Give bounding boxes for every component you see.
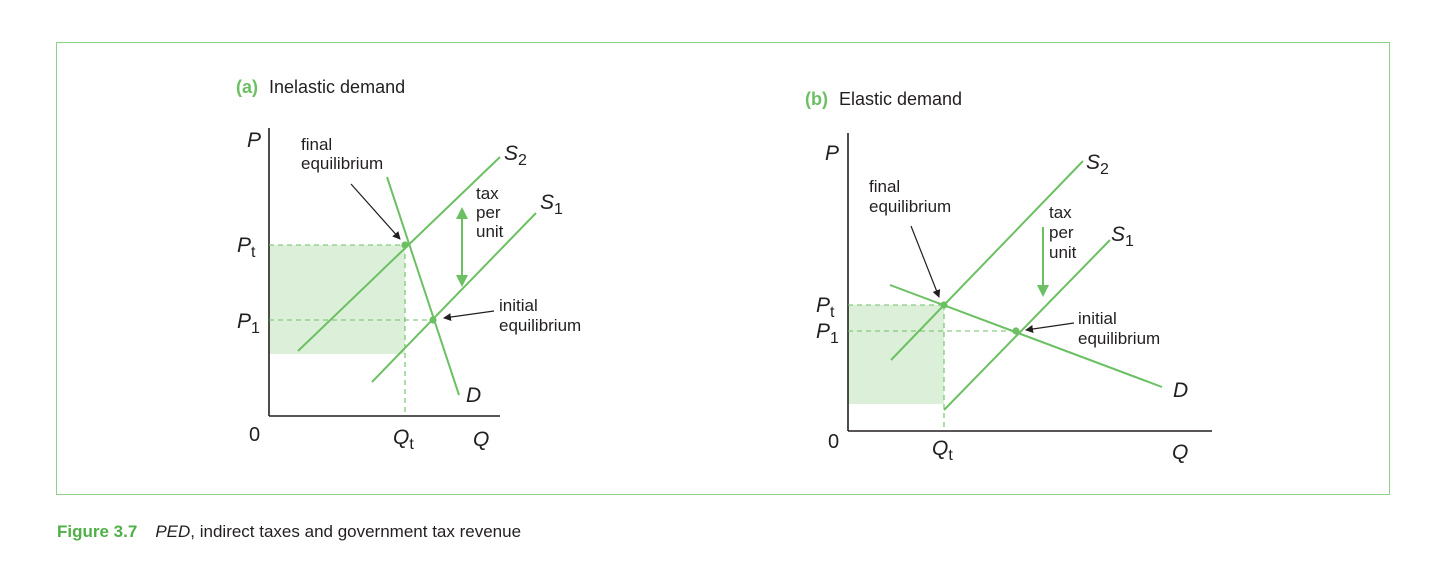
supply-s2-sub-b: 2 xyxy=(1100,161,1109,178)
supply-s1-label-a: S xyxy=(540,191,554,214)
initial-equilibrium-point-a xyxy=(429,316,437,324)
demand-a xyxy=(386,176,460,396)
initial-eq-pointer-b xyxy=(1025,322,1075,333)
figure-frame xyxy=(56,42,1390,495)
caption-text: , indirect taxes and government tax reve… xyxy=(190,522,522,541)
initial-equilibrium-point-b xyxy=(1012,327,1020,335)
supply-s2-label-a: S xyxy=(504,142,518,165)
panel-b: (b) Elastic demand P 0 Q Pt P1 Qt S2 xyxy=(805,89,1212,464)
svg-text:Pt: Pt xyxy=(237,234,256,261)
initial-eq-label-a-line2: equilibrium xyxy=(499,316,581,335)
supply-s1-b xyxy=(943,239,1111,411)
price-initial-label-a: P xyxy=(237,310,251,333)
axis-y-label-b: P xyxy=(825,142,839,165)
svg-text:P1: P1 xyxy=(816,320,839,347)
axis-x-label-a: Q xyxy=(473,428,489,451)
svg-text:S2: S2 xyxy=(1086,151,1109,178)
svg-text:P1: P1 xyxy=(237,310,260,337)
price-tax-sub-a: t xyxy=(251,244,256,261)
qty-tax-sub-a: t xyxy=(409,436,414,453)
supply-s1-sub-b: 1 xyxy=(1125,233,1134,250)
svg-text:(b) Elastic demand: (b) Elastic demand xyxy=(805,89,962,109)
supply-s1-label-b: S xyxy=(1111,223,1125,246)
price-tax-sub-b: t xyxy=(830,304,835,321)
svg-text:Qt: Qt xyxy=(932,437,953,464)
final-eq-pointer-a xyxy=(350,183,401,240)
initial-eq-label-b-line1: initial xyxy=(1078,309,1117,328)
qty-tax-sub-b: t xyxy=(948,447,953,464)
demand-label-b: D xyxy=(1173,379,1188,402)
svg-text:S1: S1 xyxy=(540,191,563,218)
final-eq-label-b-line2: equilibrium xyxy=(869,197,951,216)
panel-a-title: Inelastic demand xyxy=(269,77,405,97)
figure-number: Figure 3.7 xyxy=(57,522,138,541)
panel-b-letter: (b) xyxy=(805,89,828,109)
tax-label-a-line1: tax xyxy=(476,184,499,203)
price-tax-label-a: P xyxy=(237,234,251,257)
final-eq-pointer-b xyxy=(910,225,941,298)
price-tax-label-b: P xyxy=(816,294,830,317)
panel-a: (a) Inelastic demand P 0 Q Pt P1 Qt xyxy=(236,77,581,453)
price-initial-label-b: P xyxy=(816,320,830,343)
supply-s2-a xyxy=(297,156,501,352)
tax-label-b-line1: tax xyxy=(1049,203,1072,222)
tax-label-a-line3: unit xyxy=(476,222,504,241)
demand-label-a: D xyxy=(466,384,481,407)
initial-eq-pointer-a xyxy=(443,310,495,321)
supply-s2-label-b: S xyxy=(1086,151,1100,174)
supply-s1-sub-a: 1 xyxy=(554,201,563,218)
tax-label-b-line2: per xyxy=(1049,223,1074,242)
supply-s1-a xyxy=(371,212,537,383)
panel-b-title: Elastic demand xyxy=(839,89,962,109)
figure-caption: Figure 3.7 PED, indirect taxes and govern… xyxy=(57,522,521,542)
axis-x-label-b: Q xyxy=(1172,441,1188,464)
origin-label-b: 0 xyxy=(828,431,839,453)
svg-text:S2: S2 xyxy=(504,142,527,169)
final-eq-label-a-line2: equilibrium xyxy=(301,154,383,173)
final-eq-label-b-line1: final xyxy=(869,177,900,196)
final-equilibrium-point-a xyxy=(401,241,409,249)
svg-text:S1: S1 xyxy=(1111,223,1134,250)
svg-text:(a) Inelastic demand: (a) Inelastic demand xyxy=(236,77,405,97)
tax-revenue-area-a xyxy=(269,245,405,354)
tax-label-b-line3: unit xyxy=(1049,243,1077,262)
supply-s2-sub-a: 2 xyxy=(518,152,527,169)
tax-label-a-line2: per xyxy=(476,203,501,222)
qty-tax-label-a: Q xyxy=(393,426,409,449)
final-eq-label-a-line1: final xyxy=(301,135,332,154)
panel-a-letter: (a) xyxy=(236,77,258,97)
qty-tax-label-b: Q xyxy=(932,437,948,460)
origin-label-a: 0 xyxy=(249,424,260,446)
price-initial-sub-b: 1 xyxy=(830,330,839,347)
demand-b xyxy=(889,284,1163,388)
axis-y-label-a: P xyxy=(247,129,261,152)
initial-eq-label-a-line1: initial xyxy=(499,296,538,315)
price-initial-sub-a: 1 xyxy=(251,320,260,337)
supply-s2-b xyxy=(890,160,1084,361)
initial-eq-label-b-line2: equilibrium xyxy=(1078,329,1160,348)
svg-text:Qt: Qt xyxy=(393,426,414,453)
svg-text:Pt: Pt xyxy=(816,294,835,321)
final-equilibrium-point-b xyxy=(940,301,948,309)
caption-ped: PED xyxy=(155,522,191,541)
